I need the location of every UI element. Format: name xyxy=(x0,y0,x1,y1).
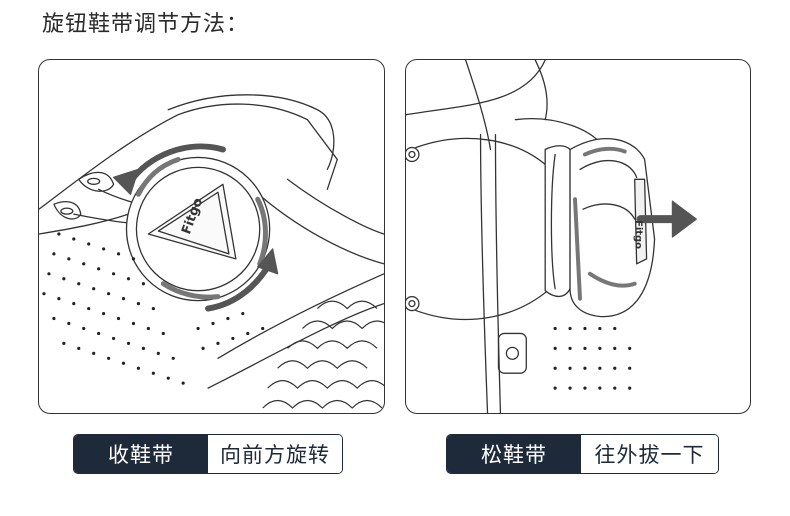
tighten-caption: 收鞋带 向前方旋转 xyxy=(73,434,343,474)
loosen-instruction: 往外拔一下 xyxy=(581,435,718,473)
loosen-illustration: Fitgo xyxy=(405,59,751,414)
sole-texture xyxy=(262,300,384,409)
dot-pattern xyxy=(42,232,265,385)
page-title: 旋钮鞋带调节方法： xyxy=(42,12,250,37)
dot-pattern-right xyxy=(553,326,632,390)
brand-logo-right: Fitgo xyxy=(633,220,644,249)
loosen-svg: Fitgo xyxy=(406,60,697,413)
loosen-label: 松鞋带 xyxy=(447,435,581,473)
loosen-caption: 松鞋带 往外拔一下 xyxy=(446,434,719,474)
tighten-illustration: Fitgo xyxy=(38,59,385,414)
tighten-svg: Fitgo xyxy=(39,94,384,409)
tighten-label: 收鞋带 xyxy=(74,435,208,473)
tighten-instruction: 向前方旋转 xyxy=(208,435,342,473)
